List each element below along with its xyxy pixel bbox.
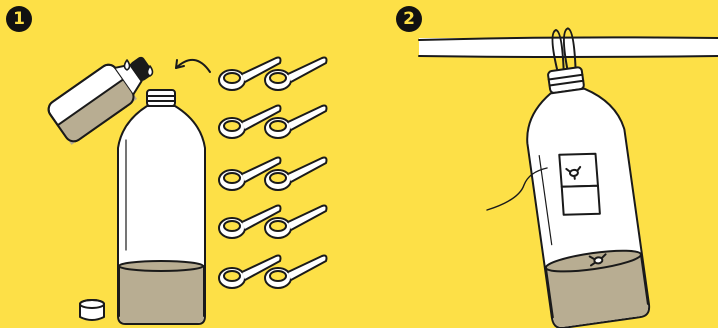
measuring-spoon-icon [218, 104, 282, 139]
fly-icon [588, 253, 607, 267]
step-1-badge: 1 [6, 6, 32, 32]
step-2-badge: 2 [396, 6, 422, 32]
bottle-icon [526, 27, 651, 328]
measuring-spoon-icon [264, 254, 328, 289]
branch-icon [418, 36, 718, 58]
fly-icon [565, 165, 582, 180]
bottle-cap-icon [79, 299, 105, 321]
measuring-spoon-icon [218, 204, 282, 239]
measuring-spoon-icon [264, 156, 328, 191]
measuring-spoon-icon [218, 56, 282, 91]
measuring-spoon-icon [264, 56, 328, 91]
step-2-illustration [418, 27, 718, 328]
measuring-spoon-icon [264, 104, 328, 139]
step-1-panel: 1 [6, 6, 328, 325]
measuring-spoon-icon [264, 204, 328, 239]
step-1-illustration [47, 56, 328, 325]
step-2-panel: 2 [359, 0, 718, 328]
curved-arrow-icon [175, 59, 211, 73]
paper-label-icon [558, 152, 601, 216]
pointer-line [486, 167, 548, 211]
bottle-icon [117, 89, 206, 325]
vinegar-bottle-icon [47, 56, 153, 145]
measuring-spoons [218, 56, 328, 289]
measuring-spoon-icon [218, 156, 282, 191]
drop-icon [146, 65, 154, 77]
drop-icon [123, 59, 131, 71]
measuring-spoon-icon [218, 254, 282, 289]
